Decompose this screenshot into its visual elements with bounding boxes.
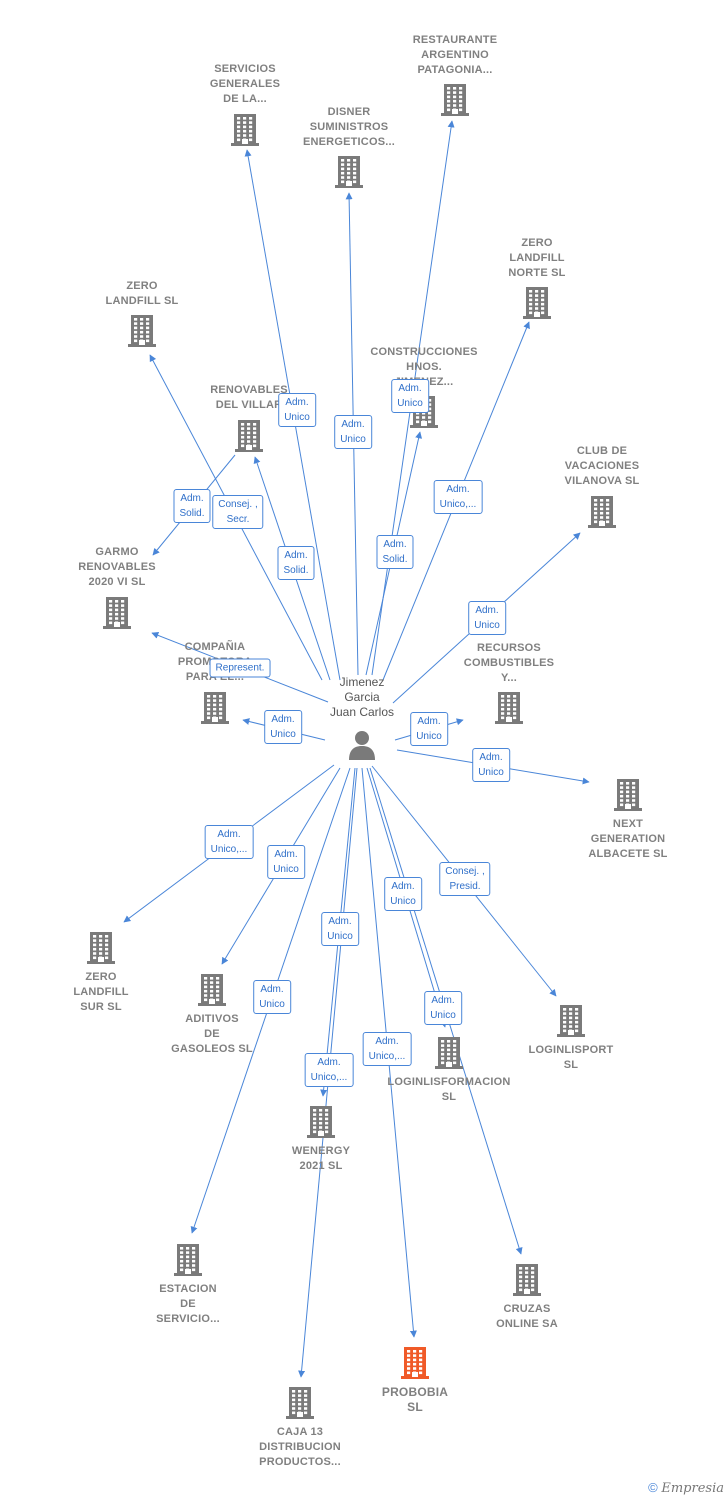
company-label-zero-sur[interactable]: ZERO LANDFILL SUR SL bbox=[73, 971, 129, 1013]
role-badge[interactable]: Adm. Unico,... bbox=[304, 1053, 354, 1087]
footer-brand: © Empresia bbox=[648, 1480, 724, 1496]
company-label-wenergy[interactable]: WENERGY 2021 SL bbox=[291, 1145, 351, 1172]
role-badge[interactable]: Adm. Unico bbox=[321, 912, 359, 946]
building-icon[interactable] bbox=[554, 1003, 588, 1039]
company-label-next-generation[interactable]: NEXT GENERATION ALBACETE SL bbox=[588, 818, 668, 860]
role-badge[interactable]: Adm. Unico bbox=[424, 991, 462, 1025]
company-label-garmo[interactable]: GARMO RENOVABLES 2020 VI SL bbox=[78, 546, 156, 588]
building-icon[interactable] bbox=[198, 690, 232, 726]
building-icon[interactable] bbox=[232, 418, 266, 454]
company-label-servicios[interactable]: SERVICIOS GENERALES DE LA... bbox=[209, 63, 281, 105]
role-badge[interactable]: Adm. Solid. bbox=[376, 535, 414, 569]
role-badge[interactable]: Adm. Unico,... bbox=[362, 1032, 412, 1066]
building-icon[interactable] bbox=[195, 972, 229, 1008]
building-icon[interactable] bbox=[520, 285, 554, 321]
role-badge[interactable]: Adm. Unico bbox=[472, 748, 510, 782]
role-badge[interactable]: Adm. Unico bbox=[267, 845, 305, 879]
company-label-renovables-villar[interactable]: RENOVABLES DEL VILLAR bbox=[210, 384, 288, 411]
role-badge[interactable]: Represent. bbox=[209, 658, 271, 678]
building-icon[interactable] bbox=[585, 494, 619, 530]
company-label-estacion[interactable]: ESTACION DE SERVICIO... bbox=[156, 1283, 220, 1325]
building-icon[interactable] bbox=[492, 690, 526, 726]
role-badge[interactable]: Adm. Unico bbox=[468, 601, 506, 635]
role-badge[interactable]: Adm. Unico bbox=[384, 877, 422, 911]
role-badge[interactable]: Adm. Unico,... bbox=[204, 825, 254, 859]
building-icon[interactable] bbox=[84, 930, 118, 966]
role-badge[interactable]: Adm. Unico bbox=[253, 980, 291, 1014]
role-badge[interactable]: Adm. Unico bbox=[391, 379, 429, 413]
building-icon[interactable] bbox=[283, 1385, 317, 1421]
building-icon[interactable] bbox=[304, 1104, 338, 1140]
person-name[interactable]: Jimenez Garcia Juan Carlos bbox=[329, 675, 395, 719]
building-icon[interactable] bbox=[125, 313, 159, 349]
building-icon[interactable] bbox=[398, 1345, 432, 1381]
role-badge[interactable]: Consej. , Secr. bbox=[212, 495, 264, 529]
building-icon[interactable] bbox=[611, 777, 645, 813]
company-label-disner[interactable]: DISNER SUMINISTROS ENERGETICOS... bbox=[302, 106, 396, 148]
company-label-aditivos[interactable]: ADITIVOS DE GASOLEOS SL bbox=[171, 1013, 253, 1055]
building-icon[interactable] bbox=[332, 154, 366, 190]
role-badge[interactable]: Adm. Unico bbox=[264, 710, 302, 744]
brand-name: Empresia bbox=[661, 1481, 724, 1496]
role-badge[interactable]: Adm. Solid. bbox=[173, 489, 211, 523]
role-badge[interactable]: Adm. Solid. bbox=[277, 546, 315, 580]
company-label-club-vacaciones[interactable]: CLUB DE VACACIONES VILANOVA SL bbox=[564, 445, 640, 487]
company-label-loginlisport[interactable]: LOGINLISPORT SL bbox=[528, 1044, 614, 1071]
role-badge[interactable]: Consej. , Presid. bbox=[439, 862, 491, 896]
company-label-restaurante[interactable]: RESTAURANTE ARGENTINO PATAGONIA... bbox=[412, 34, 498, 76]
role-badge[interactable]: Adm. Unico,... bbox=[433, 480, 483, 514]
building-icon[interactable] bbox=[510, 1262, 544, 1298]
person-icon[interactable] bbox=[345, 727, 379, 763]
copyright-symbol: © bbox=[648, 1480, 658, 1495]
building-icon[interactable] bbox=[171, 1242, 205, 1278]
company-label-loginlisformacion[interactable]: LOGINLISFORMACION SL bbox=[387, 1076, 511, 1103]
building-icon[interactable] bbox=[438, 82, 472, 118]
role-badge[interactable]: Adm. Unico bbox=[410, 712, 448, 746]
role-badge[interactable]: Adm. Unico bbox=[278, 393, 316, 427]
building-icon[interactable] bbox=[432, 1035, 466, 1071]
role-badge[interactable]: Adm. Unico bbox=[334, 415, 372, 449]
company-label-zero-landfill[interactable]: ZERO LANDFILL SL bbox=[105, 280, 179, 307]
company-label-cruzas[interactable]: CRUZAS ONLINE SA bbox=[496, 1303, 558, 1330]
company-label-recursos[interactable]: RECURSOS COMBUSTIBLES Y... bbox=[463, 642, 555, 684]
building-icon[interactable] bbox=[228, 112, 262, 148]
building-icon[interactable] bbox=[100, 595, 134, 631]
company-label-zero-norte[interactable]: ZERO LANDFILL NORTE SL bbox=[508, 237, 566, 279]
company-label-caja13[interactable]: CAJA 13 DISTRIBUCION PRODUCTOS... bbox=[259, 1426, 341, 1468]
company-label-probobia[interactable]: PROBOBIA SL bbox=[381, 1385, 449, 1414]
